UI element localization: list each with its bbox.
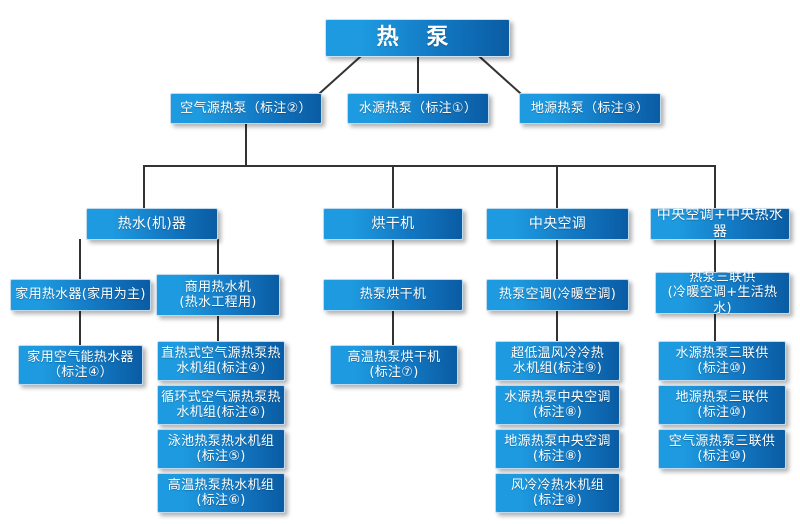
node-heat-pump-dryer[interactable]: 热泵烘干机 <box>323 279 463 311</box>
node-ground-source-central-ac[interactable]: 地源热泵中央空调 (标注⑧) <box>495 429 620 469</box>
node-home-air-energy-water-heater[interactable]: 家用空气能热水器 （标注④） <box>18 345 143 385</box>
node-heat-pump-air-conditioner[interactable]: 热泵空调(冷暖空调) <box>486 279 629 311</box>
node-home-water-heater[interactable]: 家用热水器(家用为主) <box>10 279 151 311</box>
node-ground-source-tri-generation[interactable]: 地源热泵三联供 (标注⑩) <box>658 385 786 425</box>
node-water-source-tri-generation[interactable]: 水源热泵三联供 (标注⑩) <box>658 341 786 381</box>
node-air-source-heat-pump[interactable]: 空气源热泵（标注②） <box>170 93 322 124</box>
node-pool-heat-pump-unit[interactable]: 泳池热泵热水机组 (标注⑤) <box>157 429 285 469</box>
node-dryer[interactable]: 烘干机 <box>323 208 463 240</box>
edge-root-to-ground-source <box>478 55 522 95</box>
node-circulating-air-source-unit[interactable]: 循环式空气源热泵热 水机组(标注④) <box>157 385 285 425</box>
node-high-temp-heat-pump-dryer[interactable]: 高温热泵烘干机 (标注⑦) <box>330 345 458 385</box>
node-air-source-tri-generation[interactable]: 空气源热泵三联供 (标注⑩) <box>658 429 786 469</box>
node-hot-water-machine[interactable]: 热水(机)器 <box>86 208 218 240</box>
node-water-source-heat-pump[interactable]: 水源热泵（标注①） <box>347 93 489 124</box>
node-commercial-water-machine[interactable]: 商用热水机 (热水工程用) <box>156 274 280 316</box>
node-ultra-low-temp-air-cooled-unit[interactable]: 超低温风冷冷热 水机组(标注⑨) <box>495 341 620 381</box>
node-central-ac-plus-water-heater[interactable]: 中央空调+中央热水器 <box>650 207 790 240</box>
node-water-source-central-ac[interactable]: 水源热泵中央空调 (标注⑧) <box>495 385 620 425</box>
node-central-air-conditioner[interactable]: 中央空调 <box>486 208 629 240</box>
node-heat-pump-tri-generation[interactable]: 热泵三联供 (冷暖空调+生活热水) <box>655 270 790 316</box>
edge-root-to-air-source <box>318 55 362 95</box>
node-direct-heating-air-source-unit[interactable]: 直热式空气源热泵热 水机组(标注④) <box>157 341 285 381</box>
node-ground-source-heat-pump[interactable]: 地源热泵（标注③） <box>519 93 661 124</box>
node-air-cooled-chiller-heater-unit[interactable]: 风冷冷热水机组 (标注⑧) <box>495 473 620 513</box>
node-root[interactable]: 热 泵 <box>325 19 510 57</box>
node-high-temp-heat-pump-unit[interactable]: 高温热泵热水机组 (标注⑥) <box>157 473 285 513</box>
